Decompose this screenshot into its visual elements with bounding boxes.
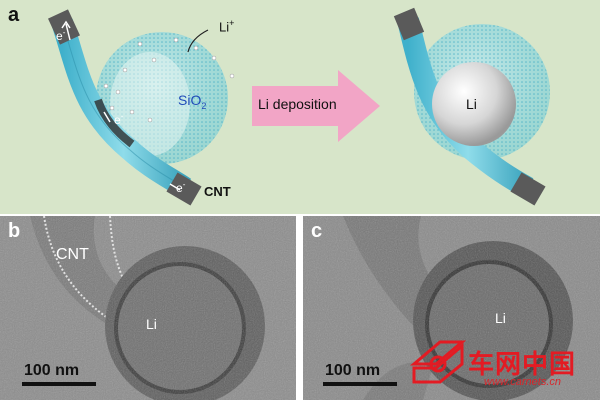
li-ion-label: Li+: [219, 18, 235, 35]
deposition-arrow: [252, 70, 380, 142]
sio2-shell-left: [96, 32, 228, 164]
panel-letter-b: b: [8, 220, 21, 242]
electron-arrows: [61, 20, 181, 191]
schematic-drawing: [48, 7, 550, 206]
tem-cnt-label: CNT: [56, 246, 89, 263]
tem-image-c: c Li 100 nm: [303, 216, 600, 400]
li-metal-label: Li: [466, 96, 477, 112]
deposition-arrow-label: Li deposition: [258, 96, 337, 112]
cnt-label: CNT: [204, 184, 231, 199]
sio2-label: SiO2: [178, 92, 207, 111]
li-ion-pointer: [187, 29, 209, 53]
tem-drawing-b: [0, 216, 296, 400]
electron-label-bottom: e-: [176, 180, 186, 195]
scale-bar-text-c: 100 nm: [325, 362, 381, 379]
watermark-url: www.carnets.cn: [484, 376, 562, 388]
tem-drawing-c: [303, 216, 600, 400]
tem-li-label-b: Li: [146, 316, 157, 332]
tem-image-b: b CNT Li 100 nm: [0, 216, 296, 400]
scale-bar-b: [22, 382, 96, 386]
scale-bar-c: [323, 382, 397, 386]
electron-label-top: e-: [56, 28, 66, 43]
electron-label-middle: e-: [114, 112, 124, 127]
scale-bar-text-b: 100 nm: [24, 362, 80, 379]
li-ion-dots: [103, 37, 235, 123]
panel-letter-a: a: [8, 4, 20, 26]
cnt-tube-left: [48, 9, 202, 206]
watermark-cn-text: 车网中国: [468, 350, 577, 380]
li-metal-ball: [432, 62, 516, 146]
tem-li-label-c: Li: [495, 310, 506, 326]
panel-gap: [296, 216, 303, 400]
schematic-panel: a Li+ SiO2 CNT e- e- e- Li deposition Li: [0, 0, 600, 214]
panel-letter-c: c: [311, 220, 323, 242]
watermark-logo-icon: [410, 340, 466, 384]
